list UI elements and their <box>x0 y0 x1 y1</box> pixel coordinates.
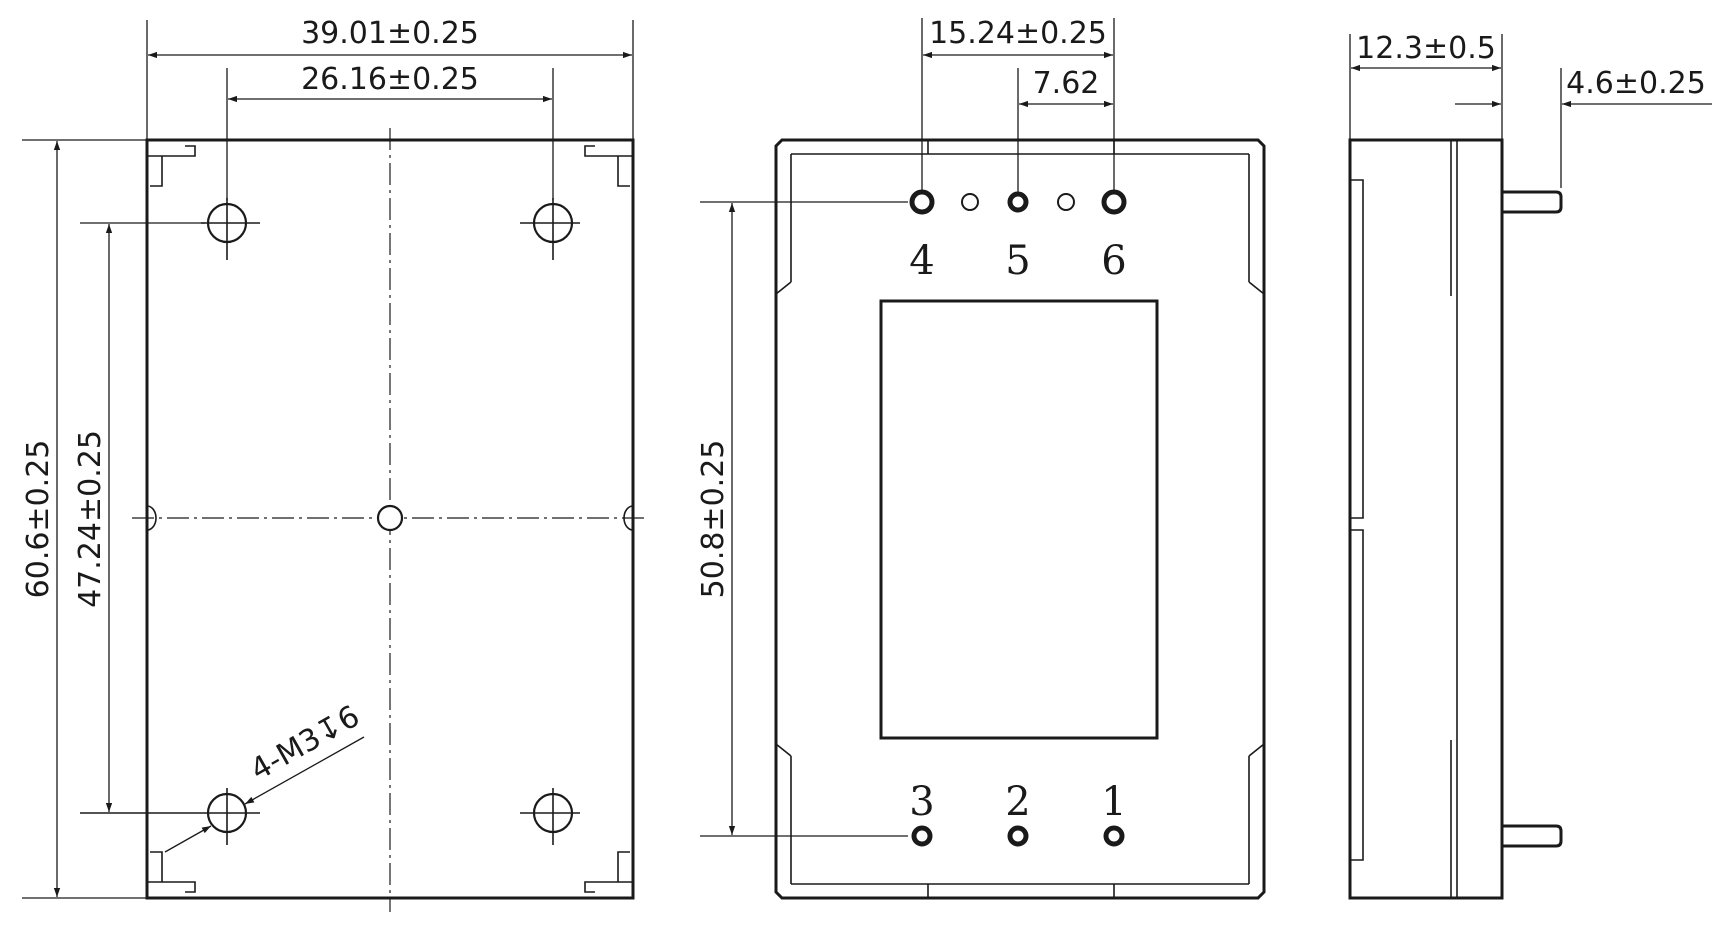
corner-foot-top-right <box>584 145 633 187</box>
pin-hole-blank <box>1057 193 1075 211</box>
pin-row-distance-label: 50.8±0.25 <box>696 440 731 599</box>
side-view: 12.3±0.5 4.6±0.25 <box>1348 31 1712 900</box>
pin-hole-5 <box>1007 191 1029 213</box>
pin-label: 1 <box>1101 779 1126 825</box>
side-view-outline <box>1348 138 1504 900</box>
pin-hole-blank <box>961 193 979 211</box>
pin-lead-bottom <box>1502 824 1563 848</box>
corner-foot-bottom-left <box>147 851 196 893</box>
thread-callout-leader <box>244 736 365 805</box>
pin-hole-4 <box>909 189 935 215</box>
mounting-hole-top-right <box>520 198 580 260</box>
body-depth-label: 12.3±0.5 <box>1356 31 1496 66</box>
thread-callout: 4-M3↧6 <box>245 699 366 788</box>
top-view: 4 5 6 3 2 1 15.24±0.25 7.62 50.8±0.25 <box>696 16 1266 900</box>
center-hole <box>376 504 404 532</box>
pin-label: 3 <box>909 779 934 825</box>
pin-pitch-label: 7.62 <box>1033 66 1100 101</box>
bottom-view: 39.01±0.25 26.16±0.25 60.6±0.25 47.24±0.… <box>21 16 648 912</box>
thread-callout-leader <box>164 825 212 853</box>
pin-length-label: 4.6±0.25 <box>1566 66 1706 101</box>
svg-text:4-M3↧6: 4-M3↧6 <box>245 699 366 788</box>
hole-spacing-y-label: 47.24±0.25 <box>73 430 108 608</box>
pin-label: 2 <box>1005 779 1030 825</box>
mounting-hole-top-left <box>201 198 260 260</box>
corner-foot-bottom-right <box>584 851 633 893</box>
side-view-feet <box>1350 179 1364 861</box>
mounting-hole-bottom-right <box>520 788 580 845</box>
height-overall-label: 60.6±0.25 <box>21 440 56 599</box>
mounting-hole-bottom-left <box>80 788 260 845</box>
pin-hole-3 <box>911 825 933 847</box>
side-notch-left <box>146 505 157 531</box>
top-view-outline <box>774 138 1266 900</box>
pin-lead-top <box>1502 190 1563 214</box>
pin-row-span-label: 15.24±0.25 <box>929 16 1107 51</box>
corner-foot-top-left <box>147 145 196 187</box>
pin-label: 4 <box>909 238 934 284</box>
pin-hole-1 <box>1103 825 1125 847</box>
display-window <box>879 299 1159 740</box>
width-overall-label: 39.01±0.25 <box>301 16 479 51</box>
pin-label: 6 <box>1101 238 1126 284</box>
top-view-inner-rim <box>775 140 1265 898</box>
pin-hole-2 <box>1007 825 1029 847</box>
hole-spacing-x-label: 26.16±0.25 <box>301 62 479 97</box>
pin-hole-6 <box>1101 189 1127 215</box>
pin-label: 5 <box>1005 238 1030 284</box>
